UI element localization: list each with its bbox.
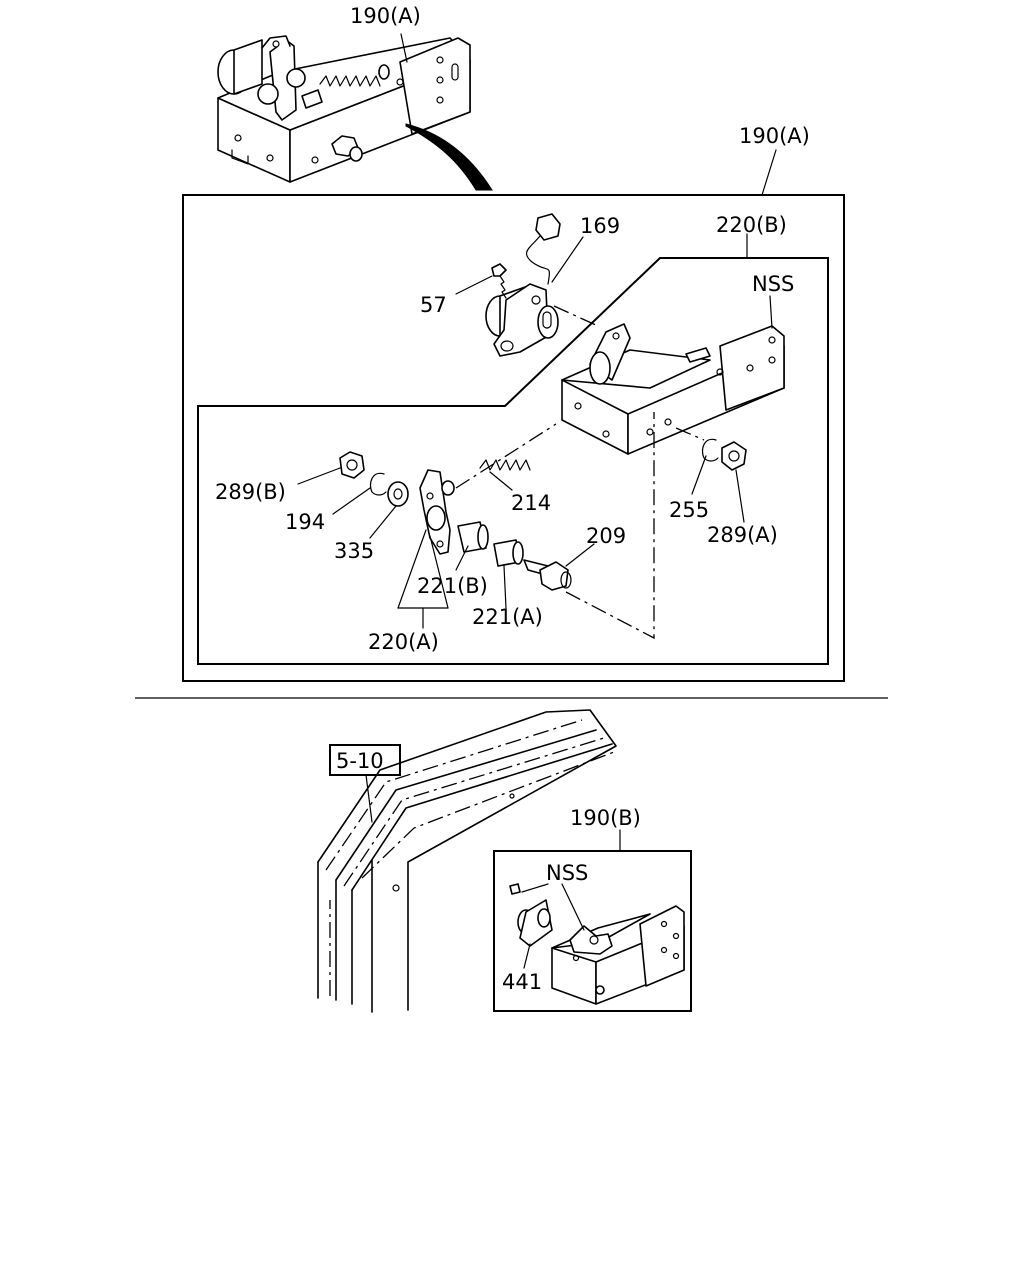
callout-220b: 220(B) xyxy=(716,213,787,237)
sensor-169 xyxy=(485,213,561,357)
centerline xyxy=(553,305,599,327)
callout-190a-top: 190(A) xyxy=(350,4,421,28)
nut-289a xyxy=(721,441,747,471)
callout-209: 209 xyxy=(586,524,626,548)
callout-lower-nss: NSS xyxy=(546,861,588,885)
detail-frame-inner xyxy=(197,257,829,665)
leader-line xyxy=(365,774,373,823)
centerline xyxy=(675,427,705,441)
callout-289b: 289(B) xyxy=(215,480,286,504)
callout-190a-box: 190(A) xyxy=(739,124,810,148)
detail-frame-outer xyxy=(182,194,845,682)
callout-335: 335 xyxy=(334,539,374,563)
screw-57 xyxy=(491,263,507,299)
callout-nss: NSS xyxy=(752,272,794,296)
callout-5-10: 5-10 xyxy=(336,749,384,773)
callout-221b: 221(B) xyxy=(417,574,488,598)
nut-289b xyxy=(339,451,365,479)
washer-335 xyxy=(387,481,409,507)
lower-assembly-illustration xyxy=(509,883,685,1005)
centerline xyxy=(565,448,655,640)
callout-220a: 220(A) xyxy=(368,630,439,654)
bush-221a xyxy=(493,539,524,567)
callout-214: 214 xyxy=(511,491,551,515)
callout-57: 57 xyxy=(420,293,447,317)
bolt-209 xyxy=(523,559,572,591)
callout-190b: 190(B) xyxy=(570,806,641,830)
ref-section-box xyxy=(329,744,401,776)
callout-289a: 289(A) xyxy=(707,523,778,547)
callout-194: 194 xyxy=(285,510,325,534)
lever-220a xyxy=(419,469,455,555)
lower-detail-frame xyxy=(493,850,692,1012)
callout-255: 255 xyxy=(669,498,709,522)
bracket-220b xyxy=(561,323,785,455)
clip-255 xyxy=(701,438,719,462)
callout-169: 169 xyxy=(580,214,620,238)
centerline xyxy=(455,423,557,489)
top-assembly-illustration xyxy=(217,35,493,191)
bush-221b xyxy=(457,521,489,553)
callout-221a: 221(A) xyxy=(472,605,543,629)
vehicle-frame-illustration xyxy=(317,709,617,1013)
callout-441: 441 xyxy=(502,970,542,994)
leader-lines xyxy=(297,33,777,629)
clip-194 xyxy=(369,472,387,496)
